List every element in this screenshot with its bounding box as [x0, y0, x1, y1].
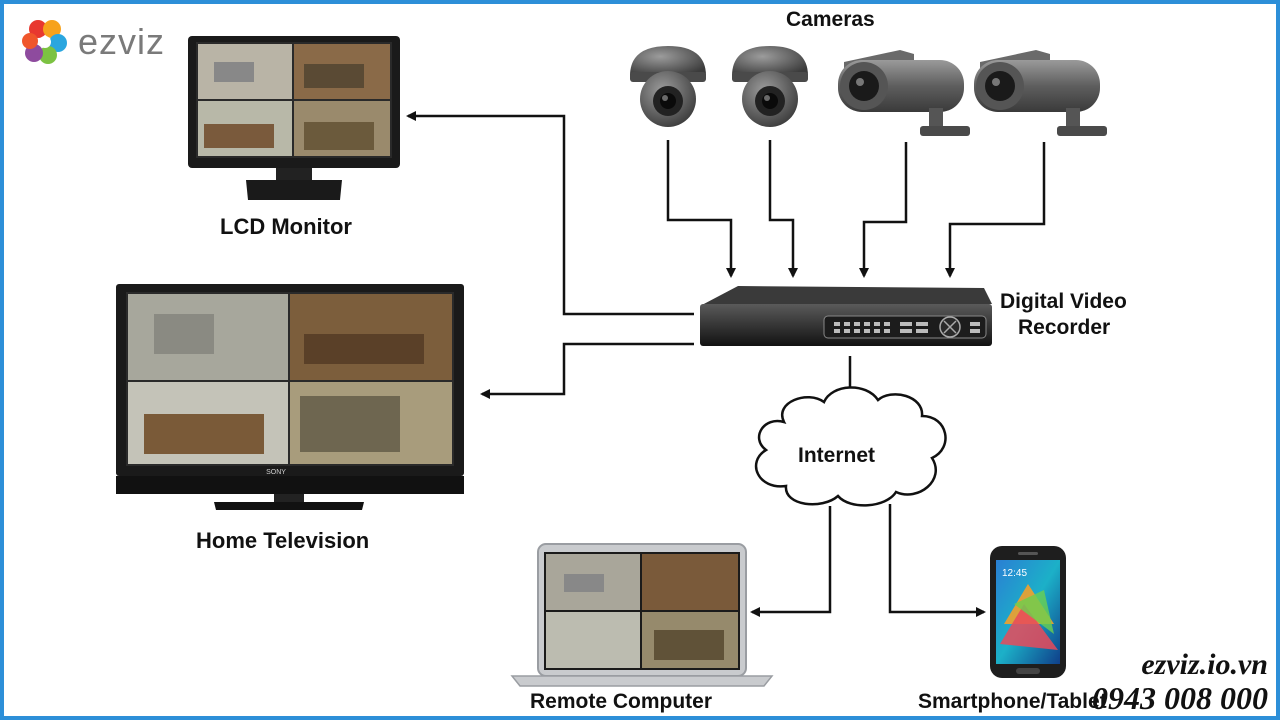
internet-cloud	[754, 386, 947, 507]
dvr-device	[700, 286, 992, 346]
watermark-phone: 0943 008 000	[1092, 680, 1268, 716]
lcd-monitor-label: LCD Monitor	[220, 214, 352, 239]
home-tv-label: Home Television	[196, 528, 370, 553]
diagram-graphics: 12:45 SONY	[116, 36, 1107, 687]
arrow-to-computer	[750, 506, 832, 617]
phone-clock: 12:45	[1002, 568, 1027, 579]
lcd-monitor	[188, 36, 400, 200]
arrow-camera-1	[666, 140, 736, 278]
arrow-camera-4	[945, 142, 1046, 278]
arrow-camera-3	[859, 142, 908, 278]
dome-camera-1	[630, 46, 706, 127]
camera-to-dvr-arrows	[666, 140, 1046, 278]
dvr-to-display-arrows	[406, 111, 986, 617]
arrow-to-lcd	[406, 111, 694, 316]
arrow-camera-2	[768, 140, 798, 278]
bullet-camera-2	[974, 50, 1107, 136]
dvr-label-line1: Digital Video	[1000, 290, 1127, 313]
ezviz-logo-icon	[22, 20, 67, 64]
cameras-label: Cameras	[786, 8, 875, 31]
smartphone: 12:45	[990, 546, 1066, 678]
smartphone-label: Smartphone/Tablet	[918, 690, 1107, 713]
remote-computer-label: Remote Computer	[530, 690, 713, 713]
bullet-camera-1	[838, 50, 970, 136]
remote-computer-laptop	[510, 543, 774, 687]
brand-logo: ezviz	[18, 14, 208, 70]
internet-label: Internet	[798, 444, 876, 467]
brand-name: ezviz	[78, 21, 166, 62]
arrow-to-tv	[480, 342, 694, 399]
home-television	[116, 284, 464, 510]
dome-camera-2	[732, 46, 808, 127]
tv-brand: SONY	[266, 469, 286, 476]
watermark-site: ezviz.io.vn	[1141, 648, 1268, 681]
dvr-label-line2: Recorder	[1018, 316, 1111, 339]
arrow-to-phone	[888, 504, 986, 617]
